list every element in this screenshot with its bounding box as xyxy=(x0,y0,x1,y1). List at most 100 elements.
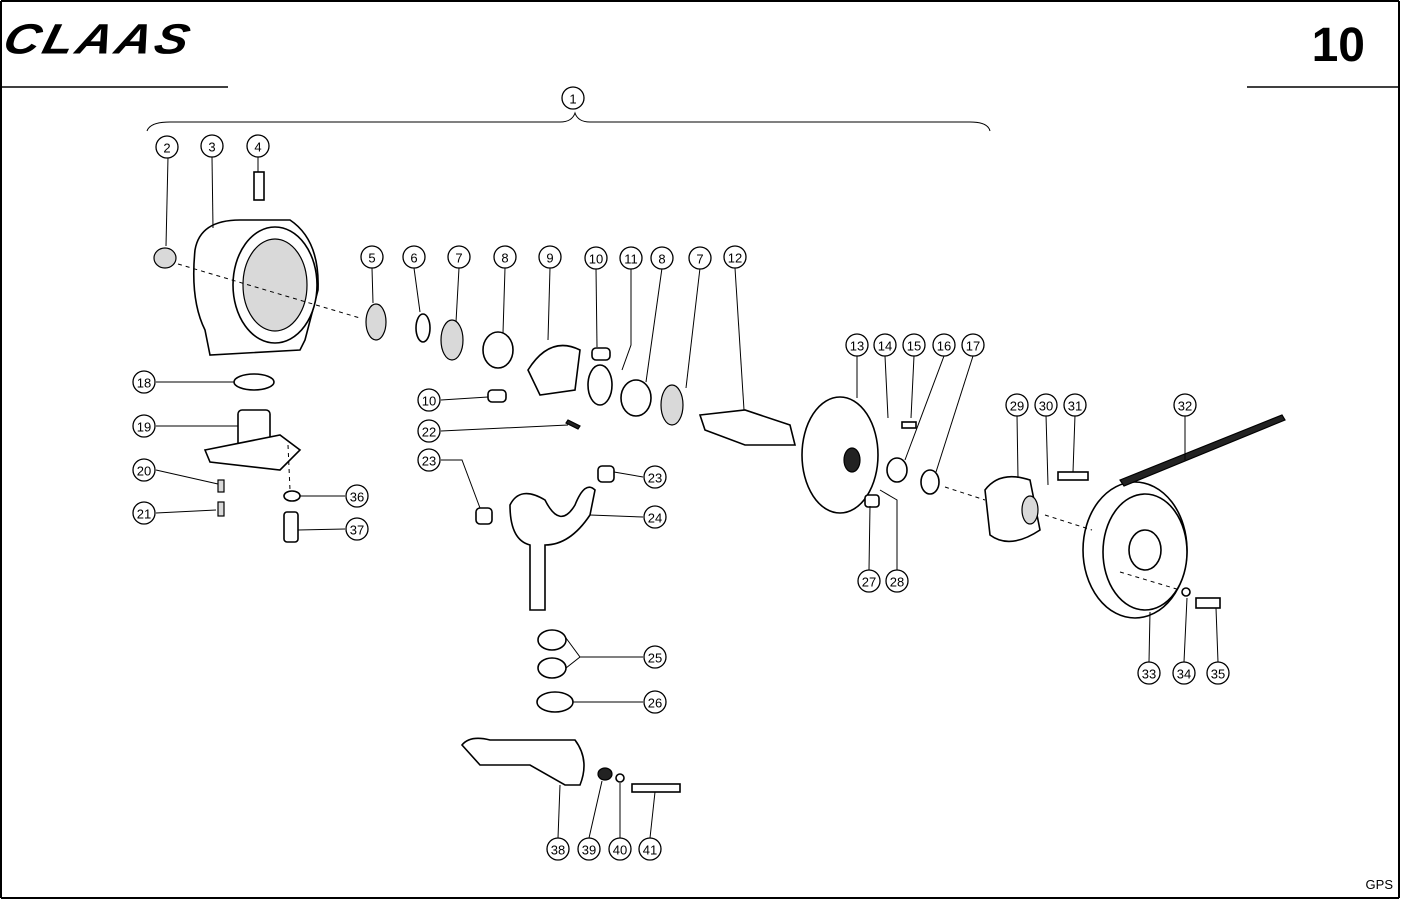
callout-label: 15 xyxy=(907,339,921,354)
callout-circle xyxy=(723,245,747,269)
callout-21: 21 xyxy=(132,501,156,525)
callout-label: 19 xyxy=(137,420,151,435)
callout-label: 37 xyxy=(350,523,364,538)
callout-label: 9 xyxy=(546,251,553,266)
callout-16: 16 xyxy=(932,333,956,357)
shaft-part xyxy=(698,409,797,446)
callout-label: 32 xyxy=(1178,399,1192,414)
callout-40: 40 xyxy=(608,837,632,861)
callout-circle xyxy=(885,569,909,593)
callout-9: 9 xyxy=(538,245,562,269)
callout-label: 14 xyxy=(878,339,892,354)
callout-37: 37 xyxy=(345,517,369,541)
callout-23: 23 xyxy=(417,448,441,472)
callout-20: 20 xyxy=(132,458,156,482)
callout-circle xyxy=(688,246,712,270)
callout-label: 1 xyxy=(569,92,576,107)
assembly-axes xyxy=(177,263,1181,591)
callout-circle xyxy=(345,484,369,508)
callout-circle xyxy=(360,245,384,269)
callout-label: 27 xyxy=(862,575,876,590)
callout-label: 39 xyxy=(582,843,596,858)
callout-31: 31 xyxy=(1063,393,1087,417)
callout-14: 14 xyxy=(873,333,897,357)
callout-12: 12 xyxy=(723,245,747,269)
callout-label: 38 xyxy=(551,843,565,858)
callout-circle xyxy=(643,505,667,529)
callout-label: 12 xyxy=(728,251,742,266)
callout-27: 27 xyxy=(857,569,881,593)
hub-part xyxy=(984,471,1089,543)
callout-circle xyxy=(155,135,179,159)
callout-35: 35 xyxy=(1206,661,1230,685)
callout-circle xyxy=(1172,661,1196,685)
callout-label: 16 xyxy=(937,339,951,354)
callout-label: 5 xyxy=(368,251,375,266)
callout-19: 19 xyxy=(132,414,156,438)
callout-label: 29 xyxy=(1010,399,1024,414)
flange-disc-part xyxy=(801,396,940,514)
callout-26: 26 xyxy=(643,690,667,714)
callout-circle xyxy=(132,370,156,394)
callout-2: 2 xyxy=(155,135,179,159)
callout-circle xyxy=(902,333,926,357)
callout-circle xyxy=(132,414,156,438)
assembly-bracket xyxy=(146,111,991,132)
callout-17: 17 xyxy=(961,333,985,357)
callout-label: 8 xyxy=(501,251,508,266)
callout-18: 18 xyxy=(132,370,156,394)
callout-circle xyxy=(132,501,156,525)
callout-label: 10 xyxy=(422,394,436,409)
callout-circle xyxy=(577,837,601,861)
callout-circle xyxy=(643,465,667,489)
callout-circle xyxy=(246,134,270,158)
callout-label: 10 xyxy=(589,252,603,267)
callout-22: 22 xyxy=(417,419,441,443)
lower-left-flange-parts xyxy=(203,373,302,543)
callout-circle xyxy=(417,448,441,472)
callout-36: 36 xyxy=(345,484,369,508)
callout-24: 24 xyxy=(643,505,667,529)
callout-7: 7 xyxy=(447,245,471,269)
callout-label: 3 xyxy=(208,140,215,155)
callout-34: 34 xyxy=(1172,661,1196,685)
callout-label: 17 xyxy=(966,339,980,354)
callout-1: 1 xyxy=(561,86,585,110)
callout-3: 3 xyxy=(200,134,224,158)
callout-8: 8 xyxy=(650,246,674,270)
page-number: 10 xyxy=(1311,19,1365,72)
callout-label: 7 xyxy=(696,252,703,267)
callout-circle xyxy=(417,388,441,412)
callout-label: 11 xyxy=(624,252,638,267)
callout-circle xyxy=(546,837,570,861)
callout-label: 21 xyxy=(137,507,151,522)
callout-circle xyxy=(402,245,426,269)
callout-8: 8 xyxy=(493,245,517,269)
callout-label: 41 xyxy=(643,843,657,858)
callout-label: 36 xyxy=(350,490,364,505)
callout-circle xyxy=(132,458,156,482)
callout-13: 13 xyxy=(845,333,869,357)
callout-circle xyxy=(1206,661,1230,685)
callout-label: 23 xyxy=(422,454,436,469)
callout-label: 35 xyxy=(1211,667,1225,682)
callout-label: 8 xyxy=(658,252,665,267)
callout-circle xyxy=(1034,393,1058,417)
callout-label: 20 xyxy=(137,464,151,479)
callout-5: 5 xyxy=(360,245,384,269)
callout-4: 4 xyxy=(246,134,270,158)
callout-39: 39 xyxy=(577,837,601,861)
yoke-part xyxy=(475,465,615,713)
callout-circle xyxy=(619,246,643,270)
callout-circle xyxy=(345,517,369,541)
callout-label: 22 xyxy=(422,425,436,440)
callout-circle xyxy=(608,837,632,861)
callout-10: 10 xyxy=(417,388,441,412)
callout-label: 34 xyxy=(1177,667,1191,682)
bearing-parts-row xyxy=(365,303,684,430)
callout-33: 33 xyxy=(1137,661,1161,685)
callout-circle xyxy=(961,333,985,357)
callout-circle xyxy=(1137,661,1161,685)
